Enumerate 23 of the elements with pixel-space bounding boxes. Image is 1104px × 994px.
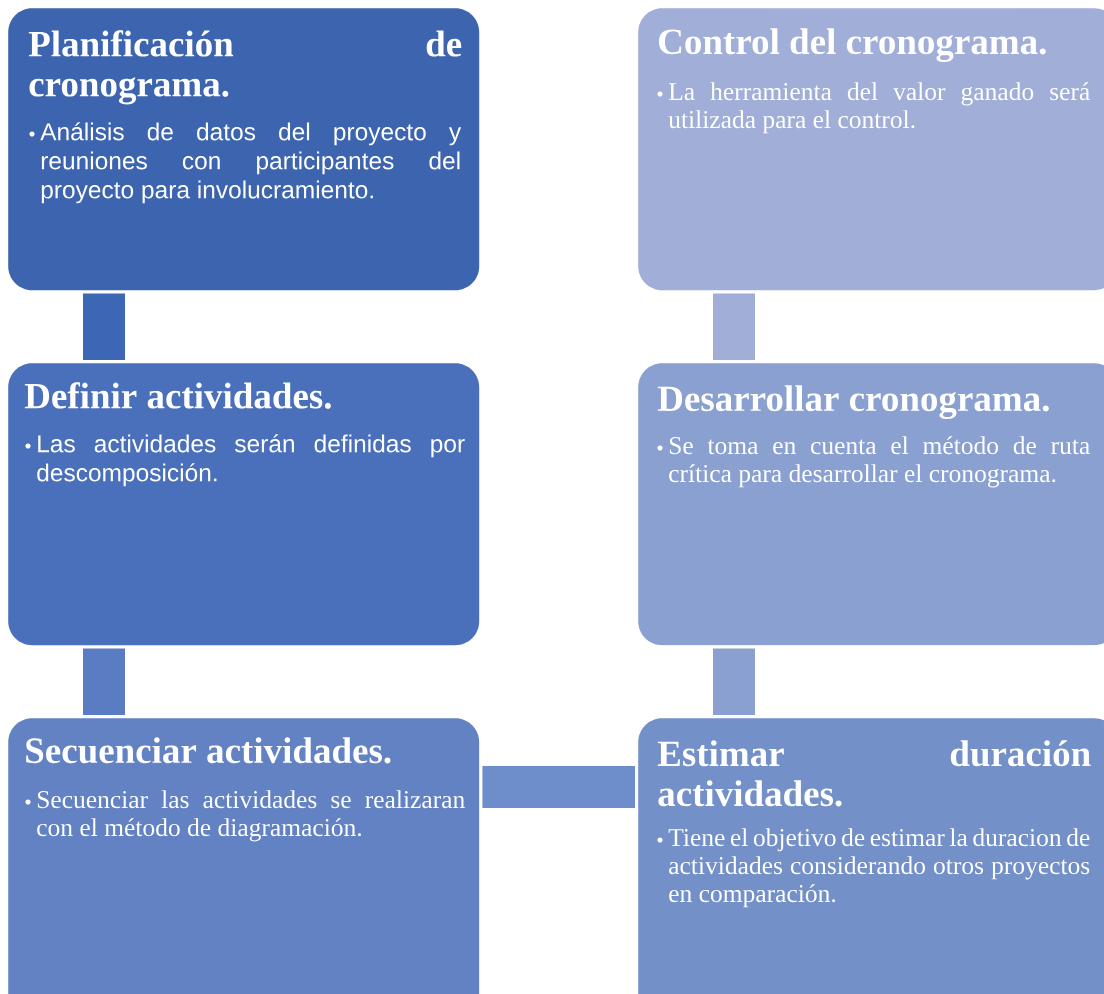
connector-bar bbox=[482, 766, 635, 808]
bullet-text: Análisis de datos del proyecto y reuniones con participantes del proyecto para involucramiento. bbox=[29, 122, 462, 204]
connector-bar bbox=[713, 293, 755, 360]
process-box bbox=[638, 363, 1104, 646]
connector-bar bbox=[713, 648, 755, 715]
box-heading: Definir actividades. bbox=[24, 382, 331, 409]
process-box bbox=[8, 718, 480, 994]
connector-bar bbox=[83, 293, 125, 360]
bullet-text: Se toma en cuenta el método de ruta crítica para desarrollar el cronograma. bbox=[657, 436, 1090, 488]
box-heading: Estimar duración actividades. bbox=[657, 740, 1091, 807]
process-box bbox=[8, 363, 480, 646]
bullet-text: Secuenciar las actividades se realizaran con el método de diagramación. bbox=[25, 790, 465, 842]
bullet-text: Las actividades serán definidas por descomposición. bbox=[25, 434, 465, 487]
process-box bbox=[638, 718, 1104, 994]
box-heading: Secuenciar actividades. bbox=[26, 737, 391, 764]
process-box bbox=[638, 8, 1104, 291]
box-heading: Desarrollar cronograma. bbox=[657, 385, 1049, 420]
box-heading: Planificación de cronograma. bbox=[28, 30, 462, 105]
bullet-text: Tiene el objetivo de estimar la duracion de actividades considerando otros proyectos en comparación. bbox=[657, 828, 1090, 908]
bullet-text: La herramienta del valor ganado será utilizada para el control. bbox=[657, 82, 1090, 134]
connector-bar bbox=[83, 648, 125, 715]
process-box bbox=[8, 8, 480, 291]
box-heading: Control del cronograma. bbox=[659, 28, 1046, 63]
